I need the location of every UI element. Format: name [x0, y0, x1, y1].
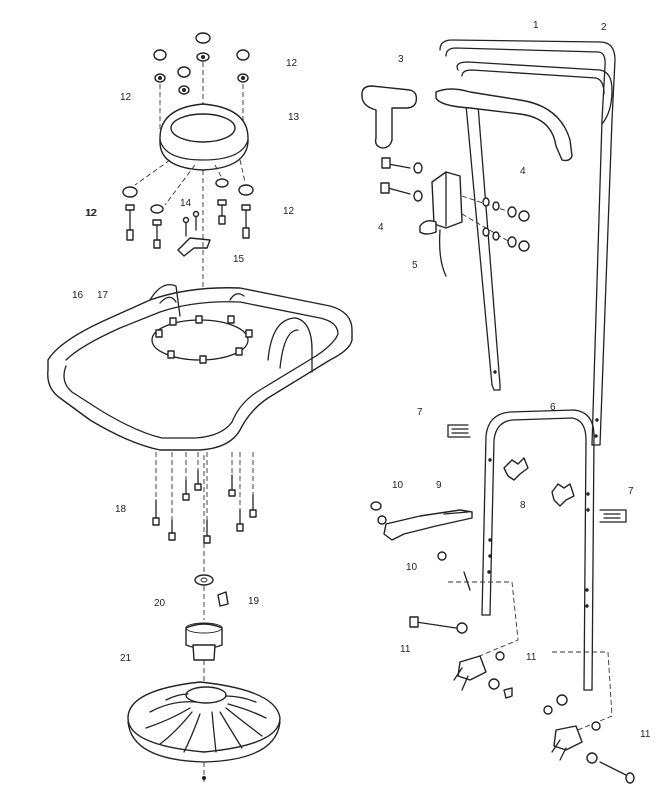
- callout-4a: 4: [520, 166, 526, 177]
- callout-16: 16: [72, 290, 84, 301]
- wheel-bracket-right: [543, 651, 635, 784]
- callout-3: 3: [398, 54, 404, 65]
- handle-grip-3: [361, 85, 418, 149]
- callout-5: 5: [412, 260, 418, 271]
- callout-15: 15: [233, 254, 245, 265]
- upper-handle-frame: [435, 39, 616, 446]
- small-screws: [182, 210, 200, 237]
- switch-box: [380, 157, 530, 277]
- callout-11c: 11: [640, 729, 651, 740]
- callout-11b: 11: [526, 652, 537, 663]
- cord-bracket: [370, 501, 473, 591]
- callout-18: 18: [115, 504, 127, 515]
- callout-12b: 12: [120, 92, 132, 103]
- ring-plate: [159, 103, 249, 171]
- wing-nuts: [503, 457, 575, 507]
- callout-10b: 10: [406, 562, 418, 573]
- ring-connector-lines: [134, 159, 246, 206]
- u-clips: [447, 424, 627, 523]
- callout-4b: 4: [378, 222, 384, 233]
- callout-7a: 7: [417, 407, 423, 418]
- callout-19: 19: [248, 596, 260, 607]
- callout-20: 20: [154, 598, 166, 609]
- callout-21: 21: [120, 653, 132, 664]
- callout-12c: 12: [85, 208, 97, 219]
- callout-12e: 12: [283, 206, 295, 217]
- callout-2: 2: [601, 22, 607, 33]
- callout-7b: 7: [628, 486, 634, 497]
- callout-11a: 11: [400, 644, 411, 655]
- callout-12a: 12: [286, 58, 298, 69]
- callout-6: 6: [550, 402, 556, 413]
- nut-washer-top-set: [153, 32, 250, 140]
- fan-hub-assembly: [185, 455, 229, 690]
- deck-bolts: [152, 452, 257, 544]
- callout-9: 9: [436, 480, 442, 491]
- wheel-bracket-left: [409, 581, 519, 699]
- callout-labels: 1 2 3 4 4 5 6 7 7 8 9 10 10 11 11 11 12 …: [72, 20, 651, 740]
- clamp-bracket: [177, 170, 211, 300]
- callout-13: 13: [288, 112, 300, 123]
- fan-impeller: [127, 681, 281, 782]
- callout-8: 8: [520, 500, 526, 511]
- callout-17: 17: [97, 290, 109, 301]
- callout-1: 1: [533, 20, 539, 31]
- callout-14: 14: [180, 198, 192, 209]
- mower-deck-housing: [47, 283, 353, 451]
- bolt-set-under-ring: [122, 178, 254, 249]
- callout-12d: 12: [86, 208, 98, 219]
- lower-handle-frame: [481, 409, 595, 691]
- callout-10a: 10: [392, 480, 404, 491]
